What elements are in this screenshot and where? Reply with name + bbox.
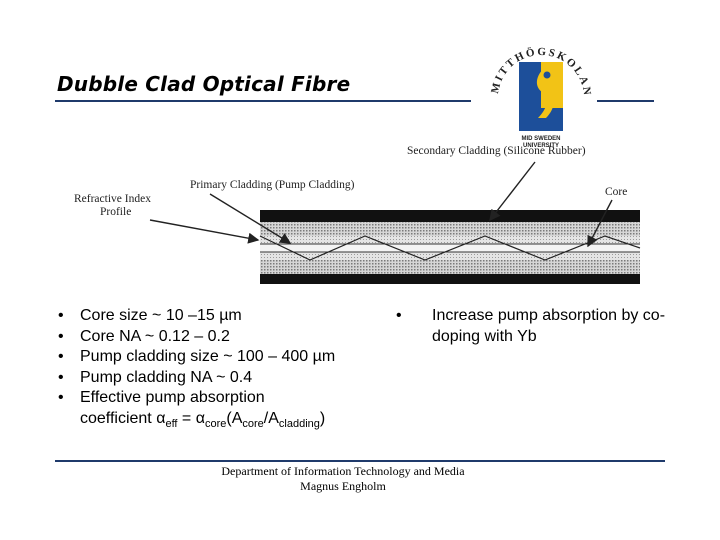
fibre-core [260,244,640,252]
formula-part: = α [177,409,205,427]
formula-part: /A [263,409,279,427]
fibre-secondary-bottom [260,260,640,274]
right-bullet-text: Increase pump absorption by co-doping wi… [432,307,666,345]
bullet-item: • Pump cladding NA ~ 0.4 [58,368,398,389]
label-secondary-cladding: Secondary Cladding (Silicone Rubber) [407,145,586,157]
logo-wave-shape [536,68,554,118]
arrow-refractive-index [149,219,260,244]
bullet-item: • Core NA ~ 0.12 – 0.2 [58,327,398,348]
formula-subscript: cladding [278,417,320,430]
bullet-marker: • [58,327,64,345]
footer-author: Magnus Engholm [300,478,386,493]
formula-part: ) [319,409,326,427]
logo-caption-1: MID SWEDEN [522,136,561,142]
formula-part: coefficient α [80,409,166,427]
bullet-marker: • [58,389,64,406]
bullet-marker: • [396,307,402,324]
bullet-list: • Core size ~ 10 –15 µm • Core NA ~ 0.12… [58,306,398,434]
footer-rule [55,460,665,462]
formula-part: (A [226,409,243,427]
title-underline [55,100,471,102]
label-refractive-index-2: Profile [100,206,131,218]
footer-department: Department of Information Technology and… [221,464,465,478]
footer: Department of Information Technology and… [200,464,486,493]
arrow-core [587,199,613,248]
bullet-text: Pump cladding NA ~ 0.4 [80,368,253,386]
bullet-text: Core size ~ 10 –15 µm [80,307,242,324]
fibre-diagram: Secondary Cladding (Silicone Rubber) Pri… [74,145,641,284]
bullet-text: Core NA ~ 0.12 – 0.2 [80,327,230,345]
formula-subscript: eff [165,417,178,430]
formula-subscript: core [242,417,264,430]
arrow-secondary-cladding [489,161,536,222]
formula-line1: Effective pump absorption [80,389,265,406]
arrow-primary-cladding [209,193,292,244]
bullet-text-formula: Effective pump absorption coefficient αe… [80,388,398,434]
slide-title: Dubble Clad Optical Fibre [57,72,351,96]
bullet-item: • Effective pump absorption coefficient … [58,388,398,434]
fibre-outer-bottom [260,274,640,284]
bullet-marker: • [58,307,64,324]
bullet-item: • Core size ~ 10 –15 µm [58,306,398,327]
label-primary-cladding: Primary Cladding (Pump Cladding) [190,179,355,191]
formula-subscript: core [204,417,227,430]
logo-dot [543,71,551,79]
bullet-item: • Pump cladding size ~ 100 – 400 µm [58,347,398,368]
title-underline-right [597,100,654,102]
bullet-text: Pump cladding size ~ 100 – 400 µm [80,348,336,365]
fibre-outer-top [260,210,640,222]
label-core: Core [605,186,627,198]
bullet-marker: • [58,348,64,365]
label-refractive-index-1: Refractive Index [74,193,151,205]
fibre-secondary-top [260,222,640,236]
logo-caption-2: UNIVERSITY [523,143,559,149]
university-logo: MITTHÖGSKOLAN MID SWEDEN UNIVERSITY [489,45,591,149]
right-bullet-item: • Increase pump absorption by co-doping … [396,306,676,347]
bullet-marker: • [58,368,64,386]
